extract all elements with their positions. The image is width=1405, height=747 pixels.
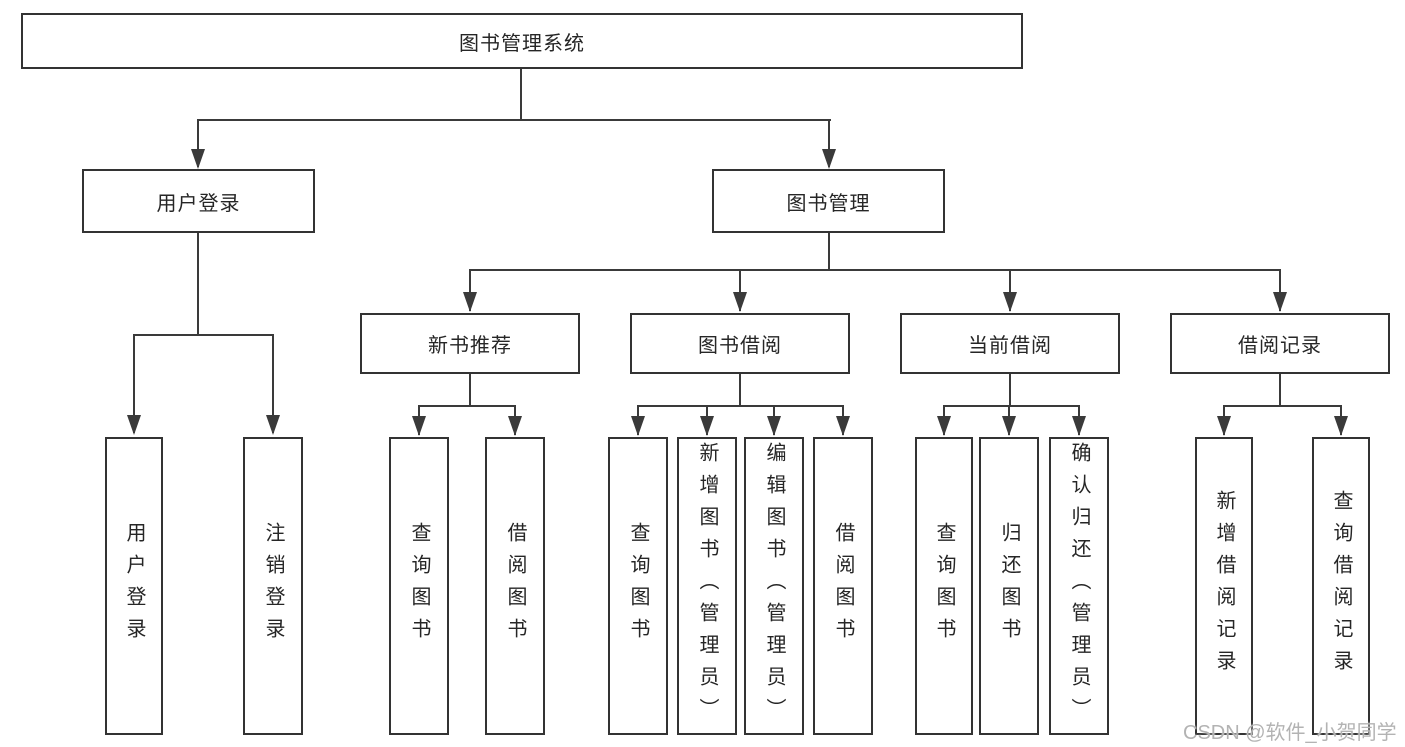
node-book-borrow: 图书借阅 bbox=[630, 313, 850, 374]
connector-line bbox=[943, 405, 1080, 407]
arrow-down-icon bbox=[1002, 416, 1016, 436]
connector-line bbox=[1009, 374, 1011, 407]
node-leaf-add-book-admin: 新增图书（管理员） bbox=[677, 437, 737, 735]
connector-line bbox=[197, 119, 831, 121]
node-leaf-edit-book-admin: 编辑图书（管理员） bbox=[744, 437, 804, 735]
node-current-borrow-label: 当前借阅 bbox=[968, 335, 1052, 357]
connector-line bbox=[520, 69, 522, 121]
connector-line bbox=[1009, 269, 1011, 311]
arrow-down-icon bbox=[463, 292, 477, 312]
node-leaf-edit-book-admin-label: 编辑图书（管理员） bbox=[763, 442, 785, 730]
node-borrow-records: 借阅记录 bbox=[1170, 313, 1390, 374]
arrow-down-icon bbox=[836, 416, 850, 436]
connector-line bbox=[469, 269, 471, 311]
connector-line bbox=[1279, 374, 1281, 407]
node-leaf-confirm-return-admin-label: 确认归还（管理员） bbox=[1068, 442, 1090, 730]
node-leaf-return-book: 归还图书 bbox=[979, 437, 1039, 735]
node-leaf-query-books-current-label: 查询图书 bbox=[933, 522, 955, 650]
node-book-borrow-label: 图书借阅 bbox=[698, 335, 782, 357]
arrow-down-icon bbox=[412, 416, 426, 436]
node-leaf-query-books-recommend-label: 查询图书 bbox=[408, 522, 430, 650]
connector-line bbox=[469, 374, 471, 407]
node-leaf-query-books-borrow-label: 查询图书 bbox=[627, 522, 649, 650]
arrow-down-icon bbox=[767, 416, 781, 436]
node-leaf-query-books-recommend: 查询图书 bbox=[389, 437, 449, 735]
node-leaf-add-book-admin-label: 新增图书（管理员） bbox=[696, 442, 718, 730]
connector-line bbox=[828, 233, 830, 271]
node-leaf-logout: 注销登录 bbox=[243, 437, 303, 735]
connector-line bbox=[828, 119, 830, 167]
node-leaf-query-borrow-record-label: 查询借阅记录 bbox=[1330, 490, 1352, 682]
arrow-down-icon bbox=[822, 149, 836, 169]
node-leaf-borrow-books-recommend: 借阅图书 bbox=[485, 437, 545, 735]
node-user-login-label: 用户登录 bbox=[156, 192, 241, 215]
arrow-down-icon bbox=[631, 416, 645, 436]
node-leaf-borrow-books-label: 借阅图书 bbox=[832, 522, 854, 650]
node-new-book-recommend-label: 新书推荐 bbox=[428, 335, 512, 357]
connector-line bbox=[1279, 269, 1281, 311]
node-leaf-logout-label: 注销登录 bbox=[262, 522, 284, 650]
arrow-down-icon bbox=[127, 415, 141, 435]
node-leaf-query-borrow-record: 查询借阅记录 bbox=[1312, 437, 1370, 735]
arrow-down-icon bbox=[508, 416, 522, 436]
connector-line bbox=[133, 334, 135, 433]
node-borrow-records-label: 借阅记录 bbox=[1238, 335, 1322, 357]
node-leaf-borrow-books-recommend-label: 借阅图书 bbox=[504, 522, 526, 650]
node-leaf-return-book-label: 归还图书 bbox=[998, 522, 1020, 650]
node-user-login: 用户登录 bbox=[82, 169, 315, 233]
node-root-label: 图书管理系统 bbox=[459, 32, 585, 55]
watermark: CSDN @软件_小贺同学 bbox=[1183, 722, 1397, 744]
arrow-down-icon bbox=[1217, 416, 1231, 436]
node-leaf-add-borrow-record-label: 新增借阅记录 bbox=[1213, 490, 1235, 682]
arrow-down-icon bbox=[1334, 416, 1348, 436]
connector-line bbox=[197, 233, 199, 336]
arrow-down-icon bbox=[1273, 292, 1287, 312]
connector-line bbox=[133, 334, 274, 336]
connector-line bbox=[637, 405, 844, 407]
connector-line bbox=[272, 334, 274, 433]
node-leaf-user-login-label: 用户登录 bbox=[123, 522, 145, 650]
node-leaf-confirm-return-admin: 确认归还（管理员） bbox=[1049, 437, 1109, 735]
connector-line bbox=[739, 374, 741, 407]
arrow-down-icon bbox=[1003, 292, 1017, 312]
node-new-book-recommend: 新书推荐 bbox=[360, 313, 580, 374]
node-leaf-query-books-current: 查询图书 bbox=[915, 437, 973, 735]
node-leaf-add-borrow-record: 新增借阅记录 bbox=[1195, 437, 1253, 735]
node-leaf-borrow-books: 借阅图书 bbox=[813, 437, 873, 735]
connector-line bbox=[469, 269, 1281, 271]
connector-line bbox=[197, 119, 199, 167]
arrow-down-icon bbox=[1072, 416, 1086, 436]
arrow-down-icon bbox=[700, 416, 714, 436]
arrow-down-icon bbox=[937, 416, 951, 436]
node-root: 图书管理系统 bbox=[21, 13, 1023, 69]
node-book-management-label: 图书管理 bbox=[786, 192, 871, 215]
arrow-down-icon bbox=[266, 415, 280, 435]
arrow-down-icon bbox=[191, 149, 205, 169]
node-book-management: 图书管理 bbox=[712, 169, 945, 233]
connector-line bbox=[739, 269, 741, 311]
connector-line bbox=[418, 405, 516, 407]
connector-line bbox=[1223, 405, 1342, 407]
node-current-borrow: 当前借阅 bbox=[900, 313, 1120, 374]
node-leaf-query-books-borrow: 查询图书 bbox=[608, 437, 668, 735]
node-leaf-user-login: 用户登录 bbox=[105, 437, 163, 735]
arrow-down-icon bbox=[733, 292, 747, 312]
